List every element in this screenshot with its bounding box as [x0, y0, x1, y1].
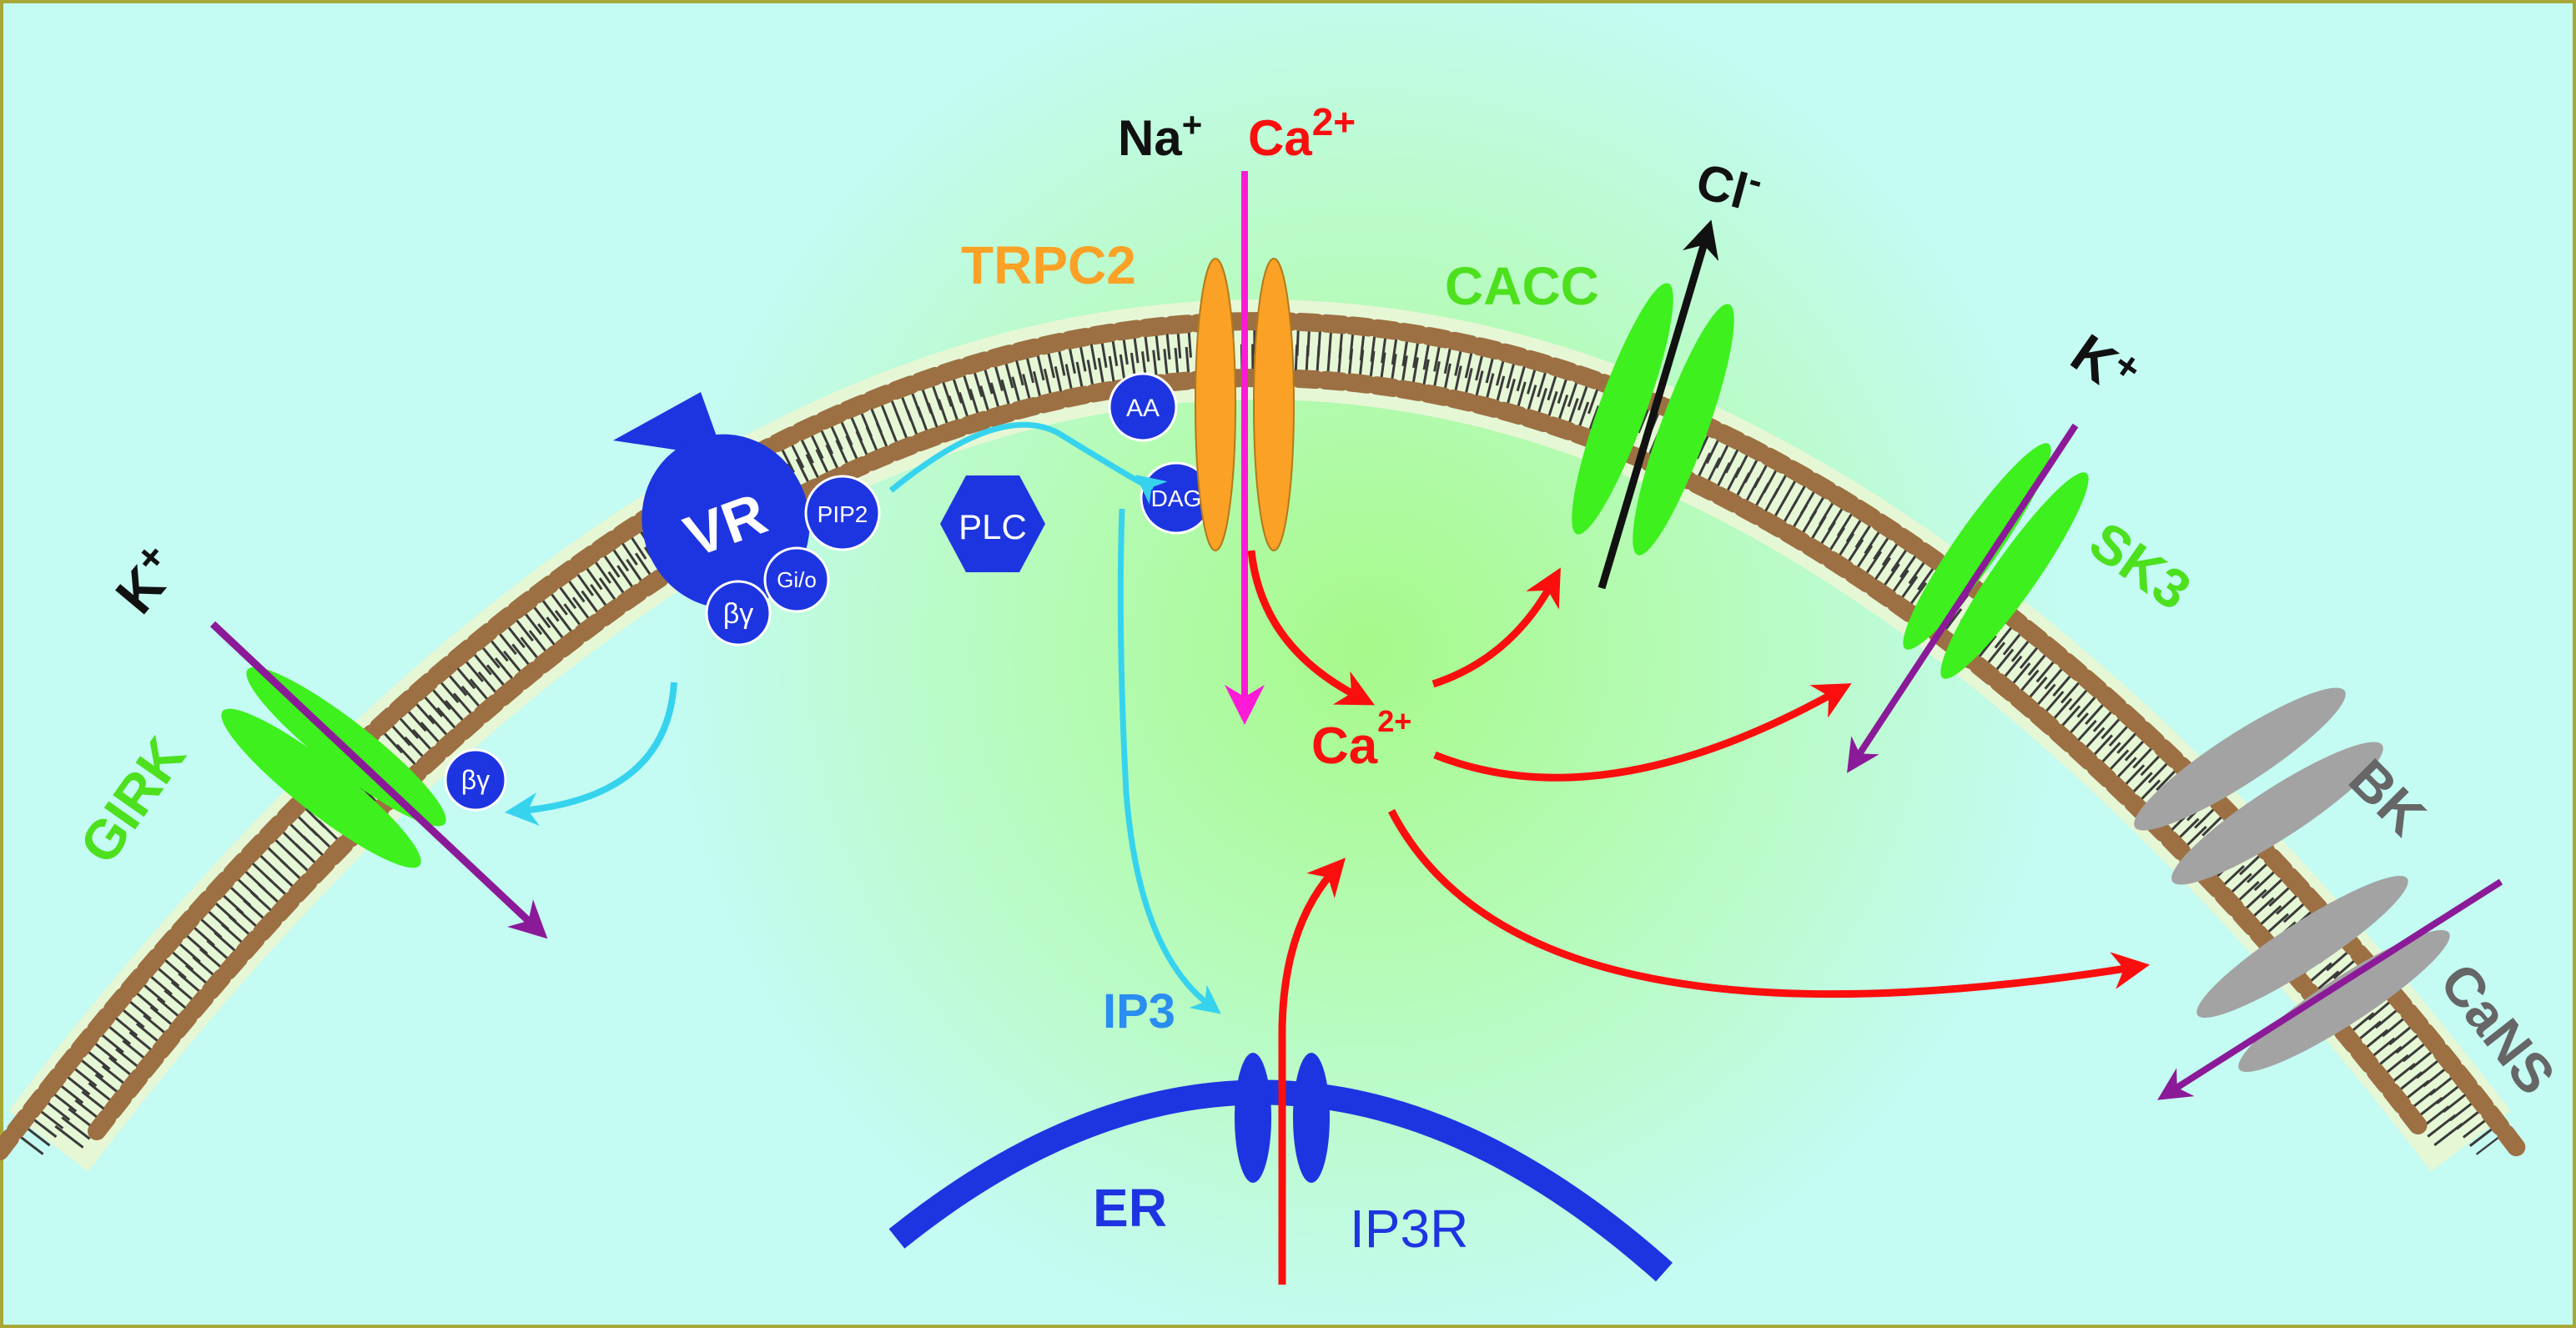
pip2-molecule: [804, 475, 881, 551]
aa-molecule: [1108, 372, 1178, 442]
trpc2-channel: [1195, 258, 1295, 551]
er-ca-release-arrow: [1278, 858, 1346, 1285]
gio-subunit: [763, 546, 830, 613]
cacc-cl-flux-arrow: [1597, 219, 1719, 590]
by-subunit-receptor: [705, 580, 772, 646]
na-ion-label: Na+: [1118, 105, 1202, 166]
membrane-tails-outer: [54, 344, 2465, 1149]
ca-center-label: Ca2+: [1311, 704, 1411, 775]
aa-label: AA: [1126, 395, 1160, 422]
dag-label: DAG: [1151, 485, 1202, 511]
cacc-channel: [1572, 283, 1734, 556]
sk3-channel: [1903, 443, 2089, 679]
ca-ion-label: Ca2+: [1248, 100, 1356, 166]
sk3-k-label: K+: [2060, 319, 2150, 409]
ip3-diffusion-arrow: [1117, 508, 1221, 1014]
ip3r-label: IP3R: [1350, 1199, 1468, 1259]
sk3-k-flux-arrow: [1847, 423, 2079, 773]
by-subunit-girk: [444, 748, 507, 812]
ca-to-bk-cans-arrow: [1388, 808, 2151, 999]
trpc2-ca-influx-arrow: [1247, 550, 1375, 706]
by-to-girk-arrow: [505, 682, 677, 826]
ip3-pathway-arrow: [888, 421, 1168, 505]
plc-enzyme: [940, 475, 1045, 572]
girk-k-flux-arrow: [209, 621, 548, 939]
ip3r-channel: [1235, 1053, 1330, 1183]
cans-channel: [2196, 875, 2450, 1073]
membrane-tails-inner: [14, 319, 2505, 1155]
er-label: ER: [1093, 1178, 1167, 1238]
plc-label: PLC: [958, 507, 1027, 546]
gio-label: Gi/o: [777, 567, 817, 592]
cans-flux-arrow: [2157, 878, 2503, 1100]
ca-to-sk3-arrow: [1433, 683, 1852, 782]
bk-channel: [2134, 687, 2383, 885]
pip2-label: PIP2: [818, 501, 868, 527]
by-girk-label: βγ: [461, 765, 490, 795]
ip3-label: IP3: [1103, 984, 1175, 1039]
trpc2-label: TRPC2: [961, 235, 1136, 295]
cacc-label: CACC: [1445, 256, 1599, 316]
by-receptor-label: βγ: [723, 598, 754, 630]
ca-to-cacc-arrow: [1431, 567, 1561, 688]
